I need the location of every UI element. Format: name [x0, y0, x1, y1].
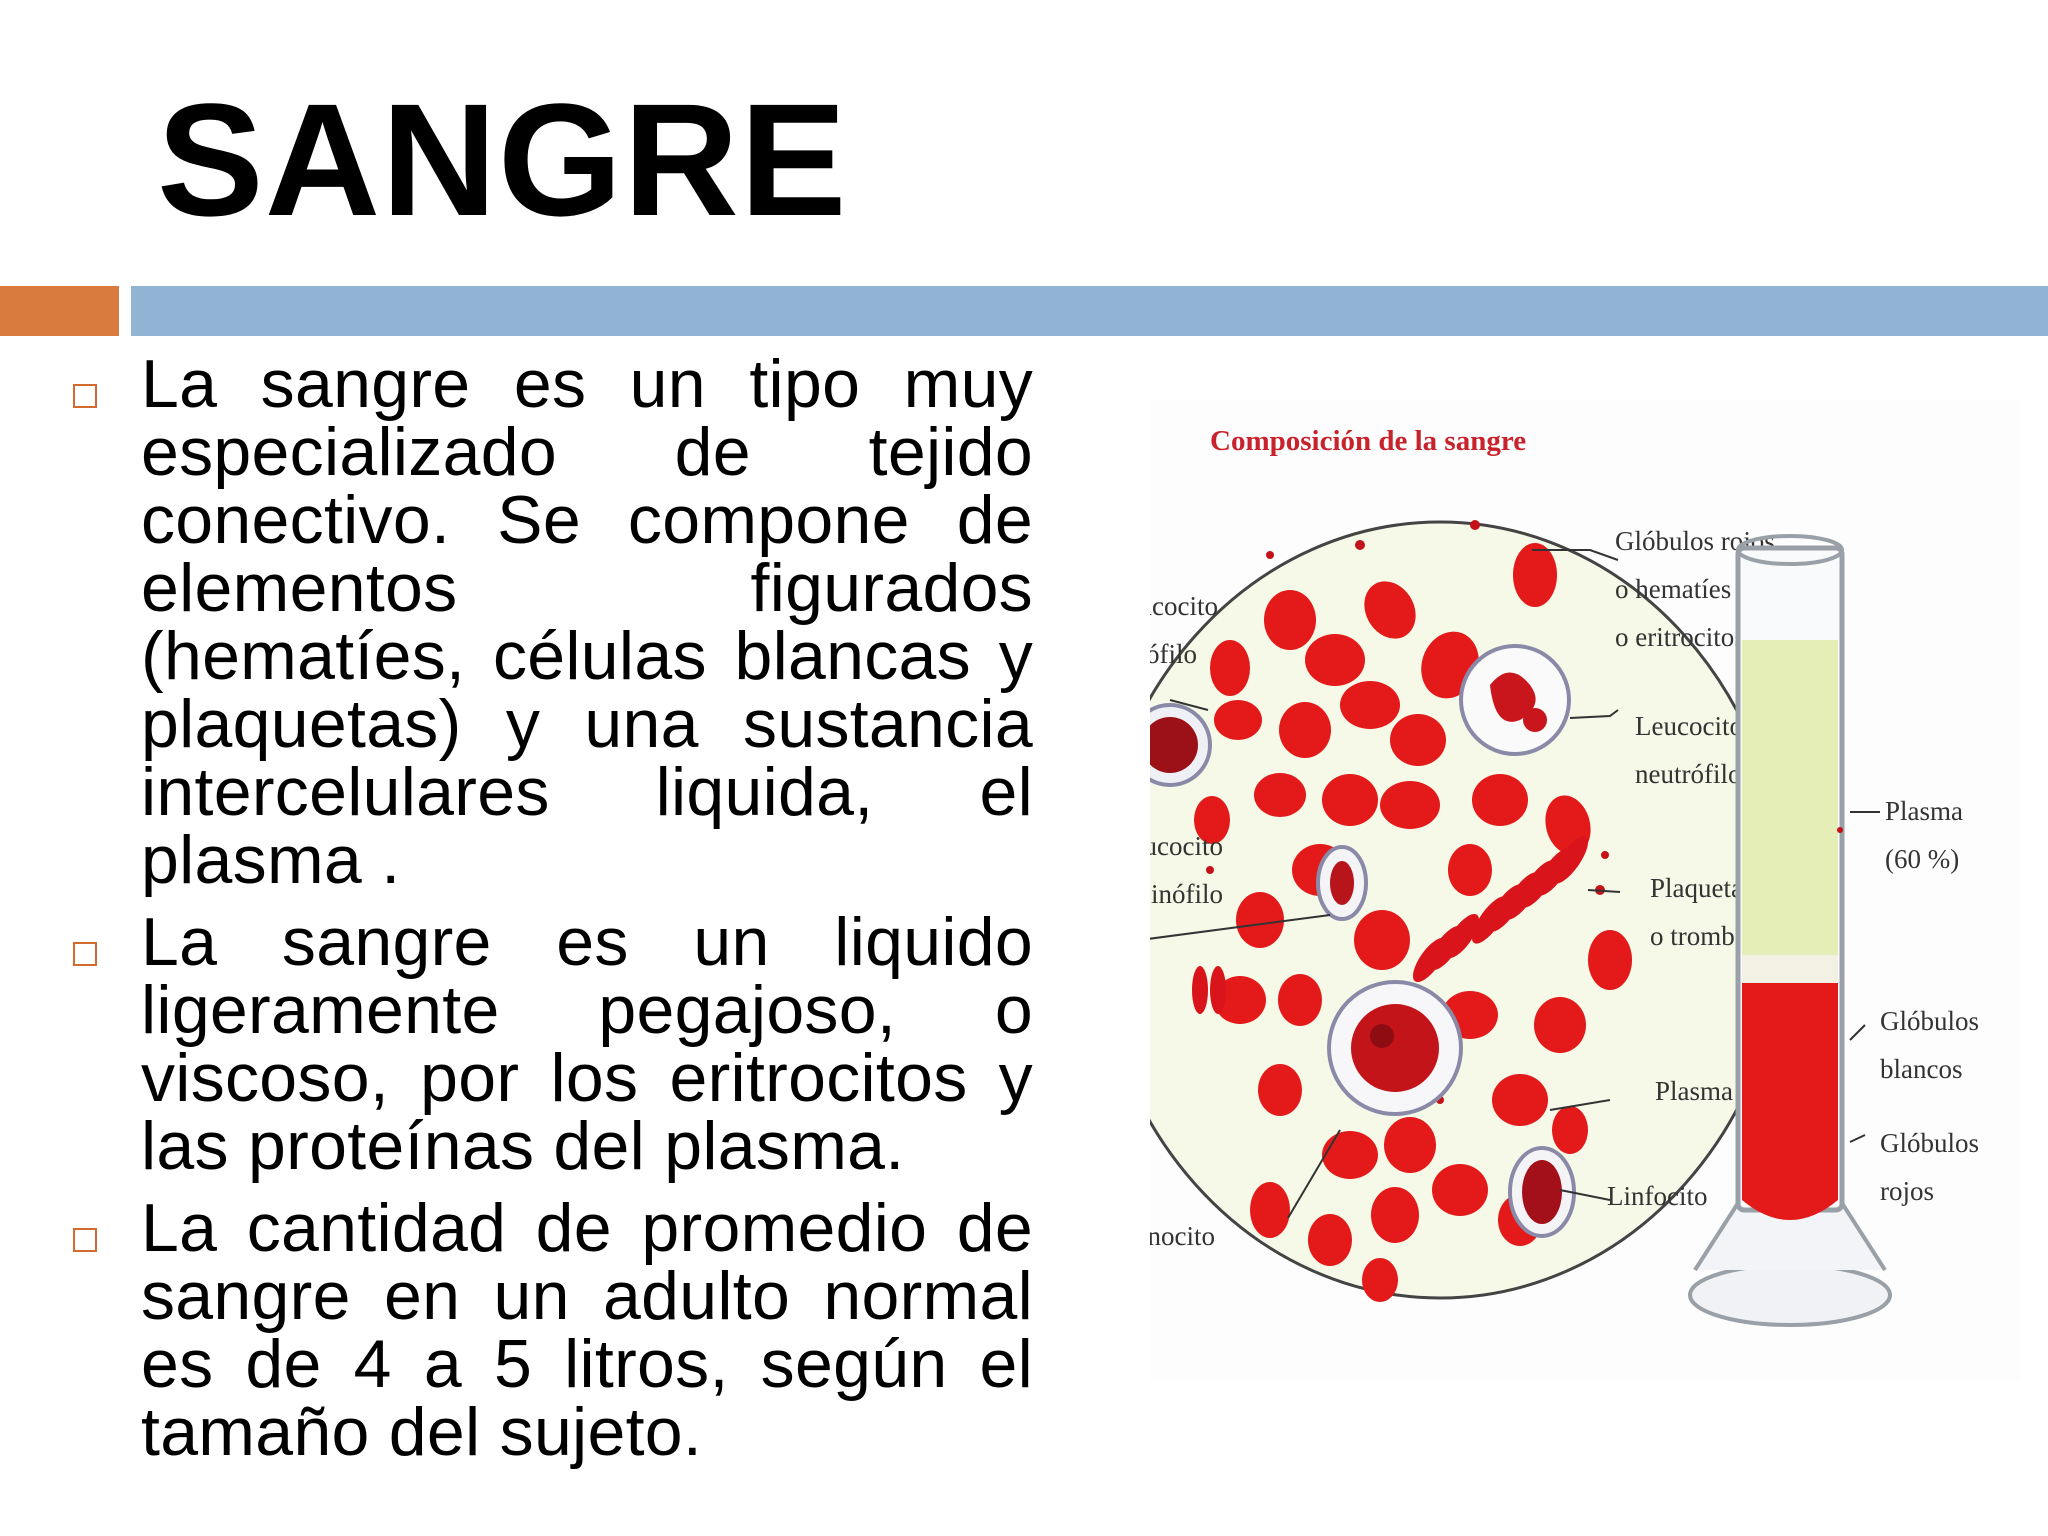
- label-tube-wbc: Glóbulos: [1880, 1006, 1979, 1036]
- basophil-cell: [1150, 703, 1212, 787]
- lymphocyte-cell: [1508, 1146, 1576, 1238]
- square-bullet-icon: [73, 1228, 97, 1252]
- label-rbc: o hematíes: [1615, 574, 1731, 604]
- label-lymphocyte: Linfocito: [1607, 1181, 1707, 1211]
- monocyte-cell: [1327, 980, 1463, 1116]
- slide-title: SANGRE: [157, 70, 848, 249]
- bullet-text: La sangre es un liquido ligeramente pega…: [141, 904, 1033, 1184]
- rouleaux-stack: [1192, 836, 1589, 1014]
- red-cell-layer: [1742, 983, 1838, 1220]
- label-neutrophil: neutrófilo: [1635, 759, 1741, 789]
- label-rbc: o eritrocitos: [1615, 622, 1745, 652]
- label-basophil: basófilo: [1150, 639, 1197, 669]
- square-bullet-icon: [73, 384, 97, 408]
- label-tube-rbc: rojos: [1880, 1176, 1934, 1206]
- label-tube-wbc: blancos: [1880, 1054, 1962, 1084]
- bullet-list: La sangre es un tipo muy especializado d…: [70, 350, 1033, 1480]
- label-neutrophil: Leucocito: [1635, 711, 1743, 741]
- test-tube: [1688, 534, 1892, 1327]
- blood-composition-illustration: Composición de la sangre: [1150, 425, 1979, 1327]
- blood-composition-figure: Composición de la sangre: [1150, 400, 2020, 1380]
- leader-lines: [1150, 549, 1621, 1219]
- plasma-layer: [1742, 640, 1838, 960]
- neutrophil-cell: [1459, 644, 1571, 756]
- bullet-text: La cantidad de promedio de sangre en un …: [141, 1190, 1033, 1470]
- label-plasma-circle: Plasma: [1655, 1076, 1733, 1106]
- figure-title: Composición de la sangre: [1210, 425, 1526, 457]
- label-eosinophil: Leucocito: [1150, 831, 1223, 861]
- square-bullet-icon: [73, 942, 97, 966]
- label-eosinophil: eosinófilo: [1150, 879, 1223, 909]
- bullet-text: La sangre es un tipo muy especializado d…: [141, 346, 1033, 898]
- eosinophil-cell: [1316, 845, 1368, 921]
- bullet-item: La cantidad de promedio de sangre en un …: [70, 1194, 1033, 1466]
- label-monocyte: Monocito: [1150, 1221, 1215, 1251]
- bullet-item: La sangre es un tipo muy especializado d…: [70, 350, 1033, 894]
- buffy-coat-layer: [1742, 955, 1838, 983]
- title-rule-bar: [131, 286, 2048, 336]
- tube-leader-lines: [1849, 811, 1880, 1143]
- title-accent-bar: [0, 286, 119, 336]
- bullet-item: La sangre es un liquido ligeramente pega…: [70, 908, 1033, 1180]
- label-tube-plasma: Plasma: [1885, 796, 1963, 826]
- label-basophil: Leucocito: [1150, 591, 1218, 621]
- microscope-view: [1150, 520, 1788, 1302]
- label-tube-plasma: (60 %): [1885, 844, 1959, 874]
- label-tube-rbc: Glóbulos: [1880, 1128, 1979, 1158]
